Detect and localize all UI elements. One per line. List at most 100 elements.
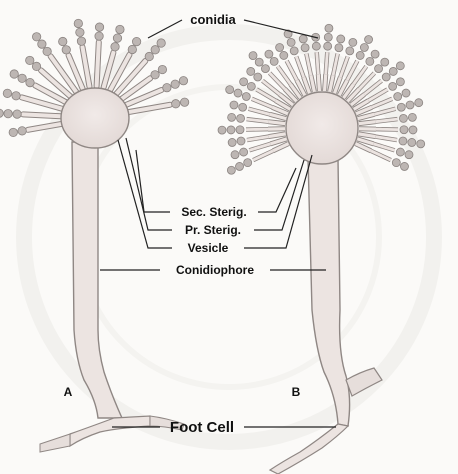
panel-label-a: A [64, 385, 73, 399]
conidium [400, 162, 408, 170]
conidium [237, 114, 245, 122]
leader-pr-sterig-left [126, 138, 172, 230]
conidium [324, 33, 332, 41]
conidium [254, 73, 262, 81]
conidium [227, 166, 235, 174]
conidium [26, 56, 34, 64]
conidium [226, 86, 234, 94]
conidium [392, 159, 400, 167]
conidium [371, 50, 379, 58]
conidium [231, 151, 239, 159]
conidium [128, 45, 136, 53]
conidium [9, 128, 17, 136]
conidium [396, 62, 404, 70]
conidium [337, 35, 345, 43]
conidium [74, 19, 82, 27]
conidium [18, 127, 26, 135]
conidium [406, 101, 414, 109]
conidium [76, 28, 84, 36]
conidium [356, 51, 364, 59]
conidium [400, 126, 408, 134]
conidium [382, 73, 390, 81]
conidium [77, 37, 85, 45]
conidium [240, 148, 248, 156]
conidium [290, 47, 298, 55]
conidium [346, 47, 354, 55]
conidium [405, 151, 413, 159]
conidium [95, 32, 103, 40]
conidium [349, 38, 357, 46]
conidium [389, 67, 397, 75]
conidium [249, 52, 257, 60]
conidium [366, 57, 374, 65]
conidium [396, 148, 404, 156]
specimen-b [218, 24, 425, 474]
conidium [38, 40, 46, 48]
label-conidiophore: Conidiophore [176, 263, 254, 277]
conidium [409, 126, 417, 134]
conidium [62, 46, 70, 54]
conidium [236, 126, 244, 134]
conidium [417, 140, 425, 148]
conidium [151, 71, 159, 79]
conidium [218, 126, 226, 134]
conidium [240, 78, 248, 86]
conidium [265, 50, 273, 58]
conidium [163, 84, 171, 92]
conidium [43, 47, 51, 55]
conidium [145, 52, 153, 60]
conidium [270, 57, 278, 65]
conidium [301, 44, 309, 52]
conidium [397, 103, 405, 111]
conidium [408, 138, 416, 146]
conidium [394, 93, 402, 101]
conidium [116, 25, 124, 33]
conidium [408, 113, 416, 121]
conidium [234, 89, 242, 97]
conidium [157, 39, 165, 47]
conidium [227, 126, 235, 134]
conidium [415, 99, 423, 107]
conidium [179, 77, 187, 85]
conidium [171, 80, 179, 88]
conidium [230, 101, 238, 109]
conidium [261, 65, 269, 73]
conidium [26, 78, 34, 86]
label-vesicle: Vesicle [188, 241, 229, 255]
conidium [287, 38, 295, 46]
label-foot-cell: Foot Cell [170, 419, 234, 436]
conidium [399, 114, 407, 122]
conidium [247, 67, 255, 75]
conidium [32, 62, 40, 70]
conidium [111, 43, 119, 51]
conidium [32, 33, 40, 41]
conidium [365, 36, 373, 44]
conidium [255, 58, 263, 66]
conidium [237, 137, 245, 145]
conidium [236, 162, 244, 170]
vesicle-b [286, 92, 358, 164]
conidium [113, 34, 121, 42]
conidium [59, 37, 67, 45]
conidium [0, 109, 3, 117]
conidium [247, 82, 255, 90]
conidium [4, 109, 12, 117]
leader-pr-sterig-right [254, 160, 304, 230]
conidium [381, 58, 389, 66]
conidium [244, 159, 252, 167]
conidium [280, 51, 288, 59]
conidium [132, 37, 140, 45]
conidium [172, 100, 180, 108]
conidium [12, 92, 20, 100]
conidium [324, 42, 332, 50]
panel-label-b: B [292, 385, 301, 399]
conidium [325, 24, 333, 32]
conidium [335, 44, 343, 52]
conidium [13, 110, 21, 118]
conidium [151, 46, 159, 54]
conidium [360, 43, 368, 51]
conidium [10, 70, 18, 78]
conidium [276, 43, 284, 51]
conidiophore-b [308, 158, 350, 426]
